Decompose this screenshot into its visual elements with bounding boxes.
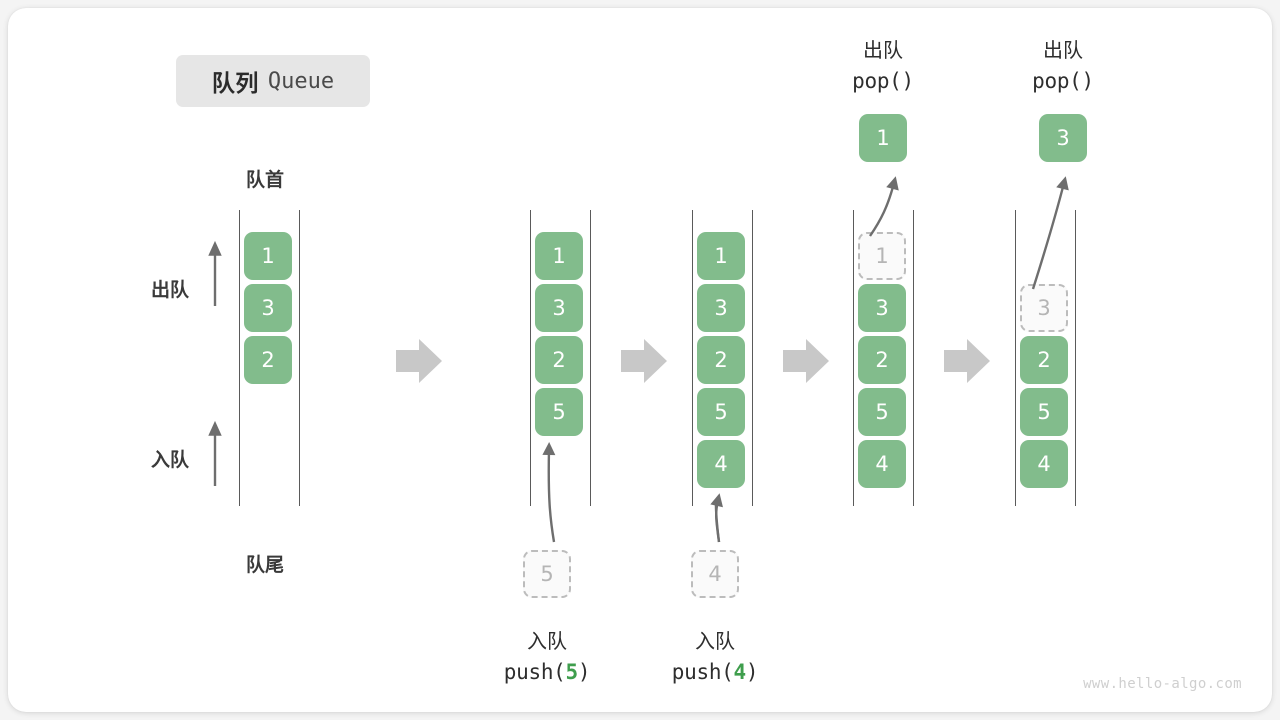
queue-cell: 2: [697, 336, 745, 384]
operation-label-stage-2: 入队: [527, 629, 567, 653]
queue-cell-new: 5: [535, 388, 583, 436]
queue-cell: 1: [244, 232, 292, 280]
operation-code-stage-2: push(5): [476, 660, 618, 684]
queue-cell-removed: 1: [858, 232, 906, 280]
title-chinese: 队列: [211, 71, 259, 97]
operation-code-stage-3: push(4): [644, 660, 786, 684]
queue-cell: 3: [244, 284, 292, 332]
code-suffix: ): [577, 660, 591, 684]
queue-cell: 2: [244, 336, 292, 384]
queue-cell: 3: [697, 284, 745, 332]
queue-head-label: 队首: [246, 169, 285, 191]
incoming-ghost-cell-stage-3: 4: [691, 550, 739, 598]
rail-right-stage-5: [1075, 210, 1076, 506]
queue-cell: 5: [858, 388, 906, 436]
diagram-card: 队列 Queue 队首 队尾 出队 入队 1 3 2 1 3 2 5 5 入队 …: [8, 8, 1272, 712]
transition-arrow: [944, 339, 990, 383]
queue-cell: 2: [1020, 336, 1068, 384]
code-suffix: ): [745, 660, 759, 684]
code-prefix: pop(: [1032, 69, 1082, 93]
queue-cell: 4: [1020, 440, 1068, 488]
queue-cell-vacant: [1020, 232, 1068, 280]
queue-cell: 1: [535, 232, 583, 280]
queue-cell: 2: [858, 336, 906, 384]
code-suffix: ): [901, 69, 915, 93]
push-arrow-stage-3: [710, 493, 723, 543]
arrows-overlay: [208, 176, 1069, 543]
popped-cell-stage-4: 1: [859, 114, 907, 162]
queue-cells-stage-2: 1 3 2 5: [535, 232, 583, 436]
queue-cell: 1: [697, 232, 745, 280]
operation-label-stage-4: 出队: [863, 38, 903, 62]
queue-cell-removed: 3: [1020, 284, 1068, 332]
queue-cell: 5: [1020, 388, 1068, 436]
operation-label-stage-3: 入队: [695, 629, 735, 653]
operation-code-stage-4: pop(): [823, 69, 943, 93]
rail-right-stage-1: [299, 210, 300, 506]
code-prefix: push(: [503, 660, 566, 684]
queue-cell: 5: [697, 388, 745, 436]
rail-right-stage-3: [752, 210, 753, 506]
rail-left-stage-4: [853, 210, 854, 506]
queue-cells-stage-4: 1 3 2 5 4: [858, 232, 906, 488]
queue-cells-stage-3: 1 3 2 5 4: [697, 232, 745, 488]
transition-arrow: [783, 339, 829, 383]
queue-cell: 2: [535, 336, 583, 384]
queue-cell: 4: [858, 440, 906, 488]
operation-label-stage-5: 出队: [1043, 38, 1083, 62]
transition-arrow: [621, 339, 667, 383]
queue-cell: 3: [535, 284, 583, 332]
popped-cell-stage-5: 3: [1039, 114, 1087, 162]
transition-arrow: [396, 339, 442, 383]
pop-arrow-stage-4: [869, 176, 899, 237]
code-prefix: push(: [671, 660, 734, 684]
enqueue-direction-label: 入队: [151, 449, 190, 471]
title-badge: 队列 Queue: [176, 55, 370, 107]
code-argument: 5: [565, 660, 579, 684]
queue-cells-stage-5: 3 2 5 4: [1020, 232, 1068, 488]
rail-left-stage-3: [692, 210, 693, 506]
rail-left-stage-5: [1015, 210, 1016, 506]
rail-left-stage-2: [530, 210, 531, 506]
incoming-ghost-cell-stage-2: 5: [523, 550, 571, 598]
rail-right-stage-2: [590, 210, 591, 506]
push-arrow-stage-2: [542, 442, 556, 543]
queue-cell-new: 4: [697, 440, 745, 488]
queue-cells-stage-1: 1 3 2: [244, 232, 292, 384]
code-suffix: ): [1081, 69, 1095, 93]
rail-right-stage-4: [913, 210, 914, 506]
code-prefix: pop(: [852, 69, 902, 93]
operation-code-stage-5: pop(): [1003, 69, 1123, 93]
title-english: Queue: [267, 68, 335, 94]
rail-left-stage-1: [239, 210, 240, 506]
code-argument: 4: [733, 660, 747, 684]
queue-cell: 3: [858, 284, 906, 332]
watermark: www.hello-algo.com: [1083, 676, 1242, 692]
dequeue-direction-label: 出队: [151, 279, 190, 301]
queue-tail-label: 队尾: [246, 554, 285, 576]
